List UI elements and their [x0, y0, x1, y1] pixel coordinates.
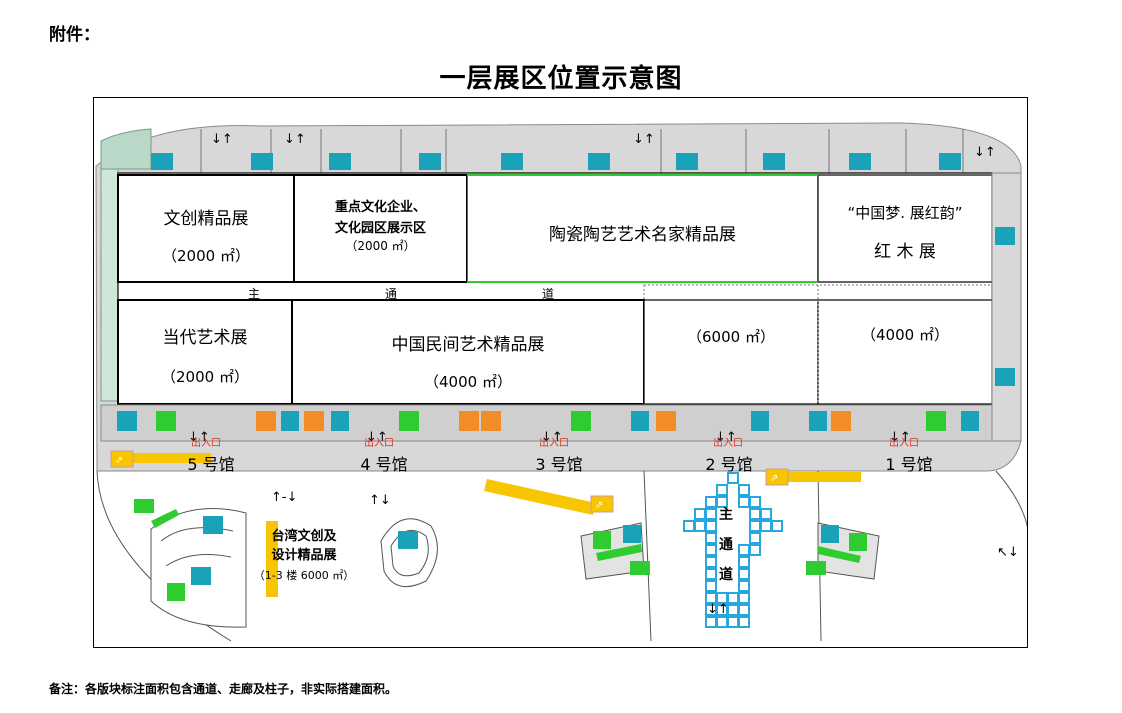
svg-text:↓↑: ↓↑: [633, 132, 655, 147]
zone-hongmu: “中国梦. 展红韵” 红 木 展: [818, 202, 992, 262]
zone-hongmu-line2: 红 木 展: [874, 242, 936, 262]
yellow-bar-hall5: [111, 453, 211, 463]
yellow-bar-hall1: [781, 472, 861, 482]
zone-taoci: 陶瓷陶艺艺术名家精品展: [467, 220, 818, 245]
floor-plan-map: ⇗ ⇗ ⇗: [93, 97, 1028, 648]
zone-4000b-box: [817, 299, 993, 405]
main-entry-char-1: 主: [719, 507, 733, 523]
zone-zhongdian-line1: 重点文化企业、: [334, 200, 426, 215]
plaza-central-line: [643, 470, 652, 642]
zone-wenchuang-area: （2000 ㎡）: [162, 247, 250, 265]
escalator-icon-hall5: ⇗: [110, 450, 134, 468]
north-stair-icons: [151, 153, 961, 170]
map-title: 一层展区位置示意图: [439, 64, 683, 94]
entrance-label-5: 出入口: [191, 438, 221, 449]
floor-plan-svg: ⇗ ⇗ ⇗: [95, 122, 1027, 642]
zone-taiwan-line1: 台湾文创及: [271, 529, 337, 544]
main-entry-arrow: [683, 472, 783, 628]
zone-wenchuang-name: 文创精品展: [163, 209, 249, 229]
svg-text:↖↓: ↖↓: [997, 545, 1019, 560]
hall-2-label: 2 号馆: [705, 455, 753, 474]
zone-wenchuang-box: [117, 174, 295, 283]
east-wall: [991, 172, 1022, 442]
svg-text:↓↑: ↓↑: [188, 430, 210, 445]
zone-wenchuang: 文创精品展 （2000 ㎡）: [118, 204, 294, 266]
zone-hongmu-line1: “中国梦. 展红韵”: [847, 204, 963, 222]
svg-text:↑↓: ↑↓: [369, 493, 391, 508]
green-marker-3: [806, 561, 826, 575]
svg-text:↓↑: ↓↑: [211, 132, 233, 147]
zone-zhongdian-line2: 文化园区展示区: [334, 221, 426, 236]
svg-text:↓↑: ↓↑: [715, 430, 737, 445]
corridor-char-3: 道: [541, 287, 554, 301]
yellow-bar-taiwan: [266, 521, 278, 597]
hall-5-label: 5 号馆: [187, 455, 235, 474]
svg-text:↓↑: ↓↑: [707, 602, 729, 617]
green-marker-2: [630, 561, 650, 575]
zone-minjian-area: （4000 ㎡）: [424, 373, 512, 391]
svg-text:↑-↓: ↑-↓: [271, 490, 297, 505]
escalator-icon-hall3: ⇗: [590, 495, 614, 513]
north-wall-recesses: [200, 129, 964, 173]
east-stair-icons: [995, 227, 1015, 386]
flow-arrows: ↓↑ ↓↑ ↓↑ ↓↑ ↓↑ ↓↑ ↓↑ ↓↑ ↓↑ ↑-↓ ↑↓ ↖↓ ↓↑: [188, 132, 1019, 617]
zone-taoci-name: 陶瓷陶艺艺术名家精品展: [549, 225, 736, 245]
zone-taoci-box: [466, 174, 819, 283]
west-corner-ramp: [100, 128, 152, 170]
zone-dangdai: 当代艺术展 （2000 ㎡）: [118, 323, 292, 387]
zone-zhongdian-area: （2000 ㎡）: [345, 239, 416, 253]
green-marker-1: [134, 499, 154, 513]
south-stair-icons: [117, 411, 979, 585]
zone-6000-box: [643, 299, 819, 405]
zone-taiwan-line2: 设计精品展: [271, 548, 337, 563]
entrance-label-3: 出入口: [539, 438, 569, 449]
restroom-icons: [156, 411, 946, 601]
zone-taiwan-area: （1-3 楼 6000 ㎡）: [253, 569, 355, 582]
corridor-char-1: 主: [247, 287, 260, 301]
zone-zhongdian: 重点文化企业、 文化园区展示区 （2000 ㎡）: [294, 196, 467, 254]
hall-1-label: 1 号馆: [885, 455, 933, 474]
hall-4-label: 4 号馆: [360, 455, 408, 474]
zone-minjian-name: 中国民间艺术精品展: [391, 335, 545, 355]
hall-3-label: 3 号馆: [535, 455, 583, 474]
zone-taiwan: 台湾文创及 设计精品展 （1-3 楼 6000 ㎡）: [234, 525, 374, 583]
zone-dangdai-area: （2000 ㎡）: [161, 368, 249, 386]
footnote: 备注：各版块标注面积包含通道、走廊及柱子，非实际搭建面积。: [49, 682, 398, 696]
taiwan-rotunda-ring: [390, 529, 429, 577]
svg-text:⇗: ⇗: [115, 455, 123, 466]
svg-text:↓↑: ↓↑: [284, 132, 306, 147]
zone-4000b-area: （4000 ㎡）: [861, 326, 949, 344]
zone-hongmu-box: [817, 174, 993, 283]
entrance-label-2: 出入口: [713, 438, 743, 449]
attachment-label: 附件：: [49, 25, 100, 45]
svg-text:↓↑: ↓↑: [889, 430, 911, 445]
main-entry-char-3: 道: [719, 567, 733, 583]
entrance-label-1: 出入口: [889, 438, 919, 449]
west-ramp: [100, 168, 119, 402]
svg-text:⇗: ⇗: [595, 500, 603, 511]
plaza-east-curve: [995, 470, 1027, 528]
escalator-icon-hall1: ⇗: [765, 468, 789, 486]
entrance-label-4: 出入口: [364, 438, 394, 449]
yellow-bar-hall3: [484, 479, 596, 515]
corridor-char-2: 通: [384, 287, 397, 301]
zone-dangdai-name: 当代艺术展: [162, 328, 248, 348]
accessible-icons: [256, 411, 851, 431]
svg-text:⇗: ⇗: [770, 473, 778, 484]
zone-minjian: 中国民间艺术精品展 （4000 ㎡）: [292, 330, 644, 392]
svg-text:↓↑: ↓↑: [541, 430, 563, 445]
zone-minjian-box: [291, 299, 645, 405]
svg-text:↓↑: ↓↑: [974, 145, 996, 160]
taiwan-rotunda: [380, 518, 438, 588]
main-entry-char-2: 通: [719, 537, 733, 553]
taiwan-building-inner: [160, 527, 234, 567]
zone-6000-area: （6000 ㎡）: [687, 328, 775, 346]
svg-text:↓↑: ↓↑: [366, 430, 388, 445]
